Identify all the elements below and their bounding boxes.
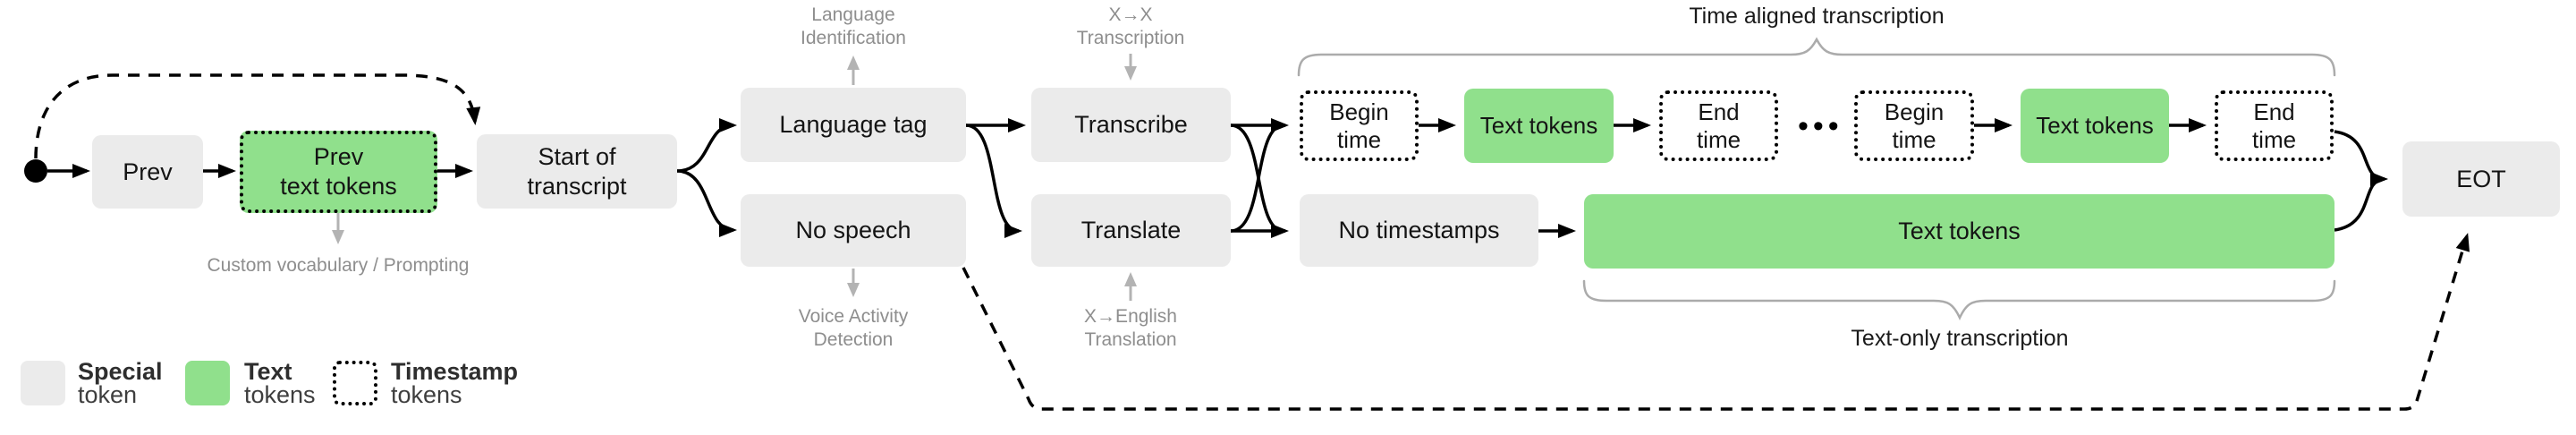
ellipsis-dots: ••• xyxy=(1798,109,1843,143)
node-no-speech: No speech xyxy=(741,194,966,267)
node-prev-text-tokens: Prev text tokens xyxy=(240,131,437,213)
end-time-1-line2: time xyxy=(1696,125,1741,153)
fork-start-to-languagetag xyxy=(676,118,737,173)
label-x-english-line1: X→English xyxy=(1084,306,1177,327)
legend-timestamp-swatch xyxy=(333,361,377,405)
no-timestamps-label: No timestamps xyxy=(1338,217,1500,243)
node-start-line2: transcript xyxy=(527,172,627,200)
legend-text-bold: Text xyxy=(244,358,292,385)
node-prev-text-tokens-line1: Prev xyxy=(313,143,364,170)
eot-label: EOT xyxy=(2456,165,2506,192)
node-text-tokens-1: Text tokens xyxy=(1464,89,1614,163)
label-voice-activity-detection: Voice Activity Detection xyxy=(799,305,909,352)
node-translate-label: Translate xyxy=(1080,217,1182,243)
dashed-paths xyxy=(34,73,2470,411)
label-vad-line1: Voice Activity xyxy=(798,306,909,327)
label-vad-line2: Detection xyxy=(813,329,894,350)
label-time-aligned-transcription: Time aligned transcription xyxy=(1689,4,1945,29)
legend-timestamp-rest: tokens xyxy=(391,381,462,408)
node-text-tokens-full: Text tokens xyxy=(1584,194,2334,269)
fork-start-to-nospeech xyxy=(676,169,737,237)
label-language-identification: Language Identification xyxy=(801,4,906,50)
curve-languagetag-to-translate xyxy=(965,124,1022,238)
begin-time-1-line2: time xyxy=(1336,125,1382,153)
legend-text-swatch xyxy=(185,361,230,405)
node-transcribe-label: Transcribe xyxy=(1074,111,1188,138)
begin-time-2-line1: Begin xyxy=(1884,98,1945,125)
text-tokens-full-label: Text tokens xyxy=(1898,218,2021,244)
node-begin-time-1: Begin time xyxy=(1300,90,1419,161)
node-begin-time-2: Begin time xyxy=(1854,90,1974,161)
node-end-time-1: End time xyxy=(1659,90,1778,161)
cross-translate-to-upper xyxy=(1230,124,1284,233)
legend-special-swatch xyxy=(21,361,65,405)
node-translate: Translate xyxy=(1031,194,1231,267)
node-language-tag-label: Language tag xyxy=(779,111,928,138)
legend-special-text: Special token xyxy=(78,358,163,408)
begin-time-1-line1: Begin xyxy=(1329,98,1389,125)
begin-time-2-line2: time xyxy=(1892,125,1936,153)
end-time-2-line1: End xyxy=(2253,98,2295,125)
start-dot xyxy=(24,159,47,183)
end-time-2-line2: time xyxy=(2251,125,2297,153)
node-prev-label: Prev xyxy=(123,158,173,185)
dashed-nospeech-to-eot xyxy=(962,233,2470,411)
node-no-speech-label: No speech xyxy=(795,217,911,243)
legend-special-rest: token xyxy=(78,381,138,408)
node-no-timestamps: No timestamps xyxy=(1300,194,1538,267)
label-xx-transcription-line1: X→X xyxy=(1108,4,1153,25)
label-language-identification-line1: Language xyxy=(811,4,895,25)
dashed-prompt-skip-loop xyxy=(34,73,481,159)
node-prev-text-tokens-line2: text tokens xyxy=(280,173,397,200)
node-eot: EOT xyxy=(2402,141,2560,217)
legend-special-bold: Special xyxy=(78,358,163,385)
text-tokens-2-label: Text tokens xyxy=(2036,112,2154,139)
node-language-tag: Language tag xyxy=(741,88,966,162)
legend-timestamp-text: Timestamp tokens xyxy=(391,358,519,408)
node-start-line1: Start of xyxy=(538,142,616,170)
label-x-english-line2: Translation xyxy=(1084,329,1177,350)
label-xx-transcription: X→X Transcription xyxy=(1077,4,1185,50)
gray-arrows xyxy=(332,54,1137,301)
label-custom-vocabulary: Custom vocabulary / Prompting xyxy=(207,255,470,276)
legend-timestamp-bold: Timestamp xyxy=(391,358,519,385)
converge-endtime-to-eot xyxy=(2334,130,2388,186)
node-text-tokens-2: Text tokens xyxy=(2021,89,2169,163)
solid-arrows xyxy=(47,118,2388,238)
node-transcribe: Transcribe xyxy=(1031,88,1231,162)
label-xx-transcription-line2: Transcription xyxy=(1076,28,1185,48)
node-prev: Prev xyxy=(92,135,203,209)
node-end-time-2: End time xyxy=(2215,90,2334,161)
end-time-1-line1: End xyxy=(1698,98,1740,125)
brace-time-aligned xyxy=(1297,37,2336,77)
braces xyxy=(1297,37,2336,320)
brace-text-only xyxy=(1582,279,2336,320)
node-start-of-transcript: Start of transcript xyxy=(477,134,677,209)
label-text-only-transcription: Text-only transcription xyxy=(1851,326,2069,351)
label-language-identification-line2: Identification xyxy=(801,28,906,48)
text-tokens-1-label: Text tokens xyxy=(1479,112,1598,139)
legend-text-text: Text tokens xyxy=(244,358,316,408)
label-x-english-translation: X→English Translation xyxy=(1084,305,1177,352)
legend-text-rest: tokens xyxy=(244,381,316,408)
converge-tokens-to-eot xyxy=(2334,178,2383,232)
